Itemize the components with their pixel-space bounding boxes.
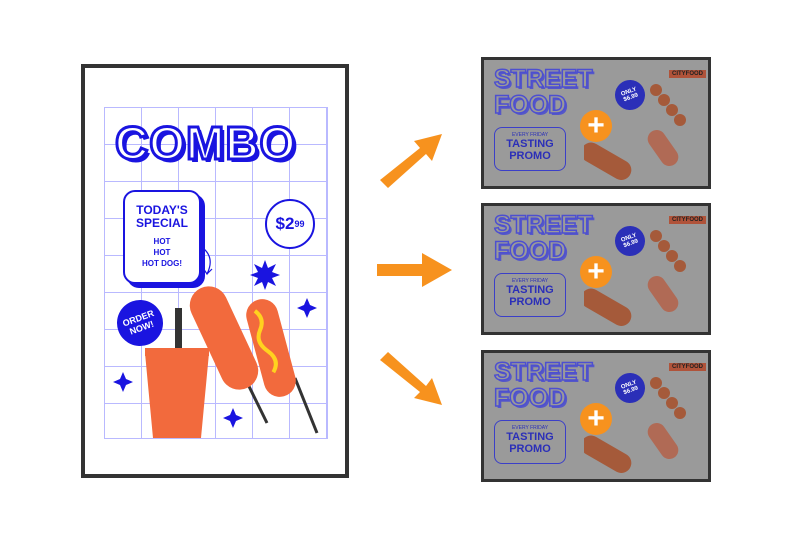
special-line: HOT DOG! (142, 259, 182, 268)
kicker: EVERY FRIDAY (511, 425, 549, 431)
drink-cup (145, 353, 209, 438)
promo-line: PROMO (509, 296, 551, 308)
poster-title: COMBO (113, 116, 297, 171)
price-main: $2 (275, 214, 295, 233)
promo-line: PROMO (509, 150, 551, 162)
special-title: TODAY'S SPECIAL (135, 203, 188, 230)
brand-logo: CITYFOOD (669, 216, 706, 224)
add-icon[interactable]: + (580, 256, 612, 288)
arrow-down-right-icon (380, 352, 442, 405)
special-line: HOT (153, 237, 171, 246)
poster-illustration (113, 247, 319, 438)
thumb-title: FOOD (493, 91, 567, 119)
thumb-title: STREET (493, 358, 593, 386)
hot-dog (246, 299, 296, 397)
brand-logo: CITYFOOD (669, 70, 706, 78)
thumb-title: FOOD (493, 384, 567, 412)
corn-dog (189, 286, 259, 390)
brand-logo: CITYFOOD (669, 363, 706, 371)
thumb-title: STREET (493, 65, 593, 93)
todays-special-card: TODAY'S SPECIAL HOT HOT HOT DOG! (123, 190, 201, 284)
thumb-title: FOOD (493, 237, 567, 265)
arrow-right-icon (377, 253, 452, 287)
sparkle-icon (113, 298, 317, 428)
add-icon[interactable]: + (580, 403, 612, 435)
kicker: EVERY FRIDAY (511, 132, 549, 138)
promo-line: TASTING (506, 138, 554, 150)
food-illustration (584, 230, 686, 326)
thumb-title: STREET (493, 211, 593, 239)
promo-line: PROMO (509, 443, 551, 455)
arrow-up-right-icon (380, 134, 442, 188)
food-illustration (584, 377, 686, 473)
food-illustration (584, 84, 686, 180)
add-icon[interactable]: + (580, 110, 612, 142)
kicker: EVERY FRIDAY (511, 278, 549, 284)
promo-line: TASTING (506, 284, 554, 296)
promo-line: TASTING (506, 431, 554, 443)
star-icon (250, 260, 280, 290)
special-line: HOT (153, 248, 171, 257)
price-cents: 99 (294, 219, 305, 229)
straw (175, 308, 182, 358)
